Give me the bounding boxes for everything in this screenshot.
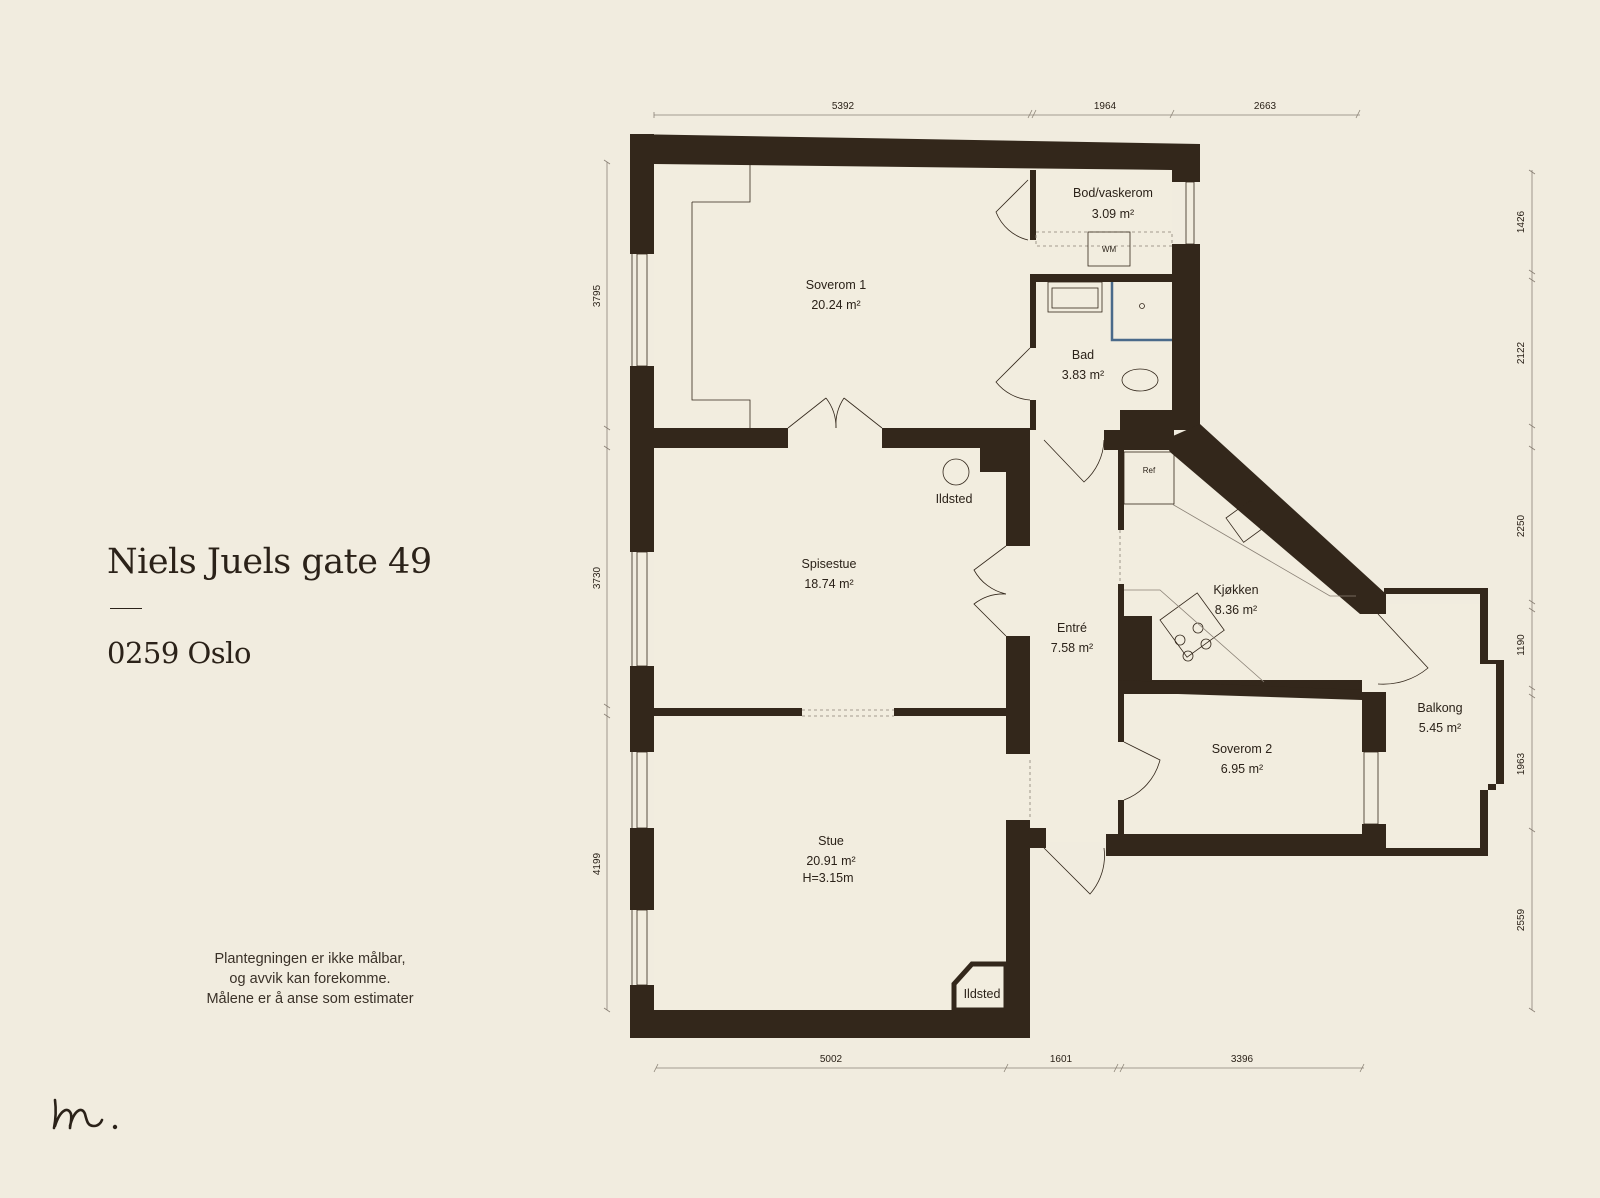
room-kjokken-area: 8.36 m²	[1215, 603, 1257, 617]
room-bod-area: 3.09 m²	[1092, 207, 1134, 221]
fridge-label: Ref	[1143, 466, 1156, 475]
room-stue-name: Stue	[818, 834, 844, 848]
address-title: Niels Juels gate 49	[107, 542, 432, 582]
dim-top-1: 5392	[832, 101, 855, 112]
dim-top-3: 2663	[1254, 101, 1277, 112]
room-balkong-name: Balkong	[1417, 701, 1462, 715]
city-subtitle: 0259 Oslo	[107, 636, 251, 670]
room-bod-name: Bod/vaskerom	[1073, 186, 1153, 200]
brand-logo	[52, 1098, 118, 1130]
dim-right-6: 2559	[1516, 908, 1527, 931]
dim-right-3: 2250	[1516, 514, 1527, 537]
title-divider	[110, 608, 142, 609]
room-balkong-area: 5.45 m²	[1419, 721, 1461, 735]
disclaimer-line: Målene er å anse som estimater	[206, 991, 414, 1007]
room-spisestue-name: Spisestue	[802, 557, 857, 571]
room-bad-area: 3.83 m²	[1062, 368, 1104, 382]
door-swings	[787, 179, 1429, 895]
disclaimer: Plantegningen er ikke målbar, og avvik k…	[170, 949, 450, 1009]
fixtures	[691, 164, 1356, 1013]
passages	[802, 530, 1121, 820]
room-soverom1-name: Soverom 1	[806, 278, 866, 292]
disclaimer-line: og avvik kan forekomme.	[229, 971, 391, 987]
interior-walls	[654, 170, 1362, 856]
dim-right-1: 1426	[1516, 210, 1527, 233]
room-kjokken-name: Kjøkken	[1213, 583, 1258, 597]
dim-right-5: 1963	[1516, 752, 1527, 775]
room-spisestue-area: 18.74 m²	[804, 577, 853, 591]
title-block: Niels Juels gate 49 0259 Oslo	[107, 545, 432, 668]
washer-label: WM	[1102, 245, 1117, 254]
windows	[631, 181, 1379, 986]
dim-left-2: 3730	[592, 566, 603, 589]
room-entre-area: 7.58 m²	[1051, 641, 1093, 655]
floor-area	[654, 164, 1480, 1036]
room-entre-name: Entré	[1057, 621, 1087, 635]
room-bad-name: Bad	[1072, 348, 1094, 362]
fireplace-label-stue: Ildsted	[964, 987, 1001, 1001]
room-soverom2-area: 6.95 m²	[1221, 762, 1263, 776]
room-stue-height: H=3.15m	[802, 871, 853, 885]
room-stue-area: 20.91 m²	[806, 854, 855, 868]
dim-bottom-2: 1601	[1050, 1054, 1073, 1065]
dim-top-2: 1964	[1094, 101, 1117, 112]
dim-bottom-3: 3396	[1231, 1054, 1254, 1065]
dim-right-2: 2122	[1516, 341, 1527, 364]
dim-left-1: 3795	[592, 284, 603, 307]
disclaimer-line: Plantegningen er ikke målbar,	[214, 951, 406, 967]
dim-bottom-1: 5002	[820, 1054, 843, 1065]
dimension-lines	[603, 109, 1536, 1073]
fireplace-label-spisestue: Ildsted	[936, 492, 973, 506]
dim-right-4: 1190	[1516, 634, 1527, 656]
dim-left-3: 4199	[592, 852, 603, 875]
room-soverom2-name: Soverom 2	[1212, 742, 1272, 756]
fireplace-icon	[942, 458, 970, 486]
room-soverom1-area: 20.24 m²	[811, 298, 860, 312]
exterior-walls	[630, 134, 1504, 1038]
